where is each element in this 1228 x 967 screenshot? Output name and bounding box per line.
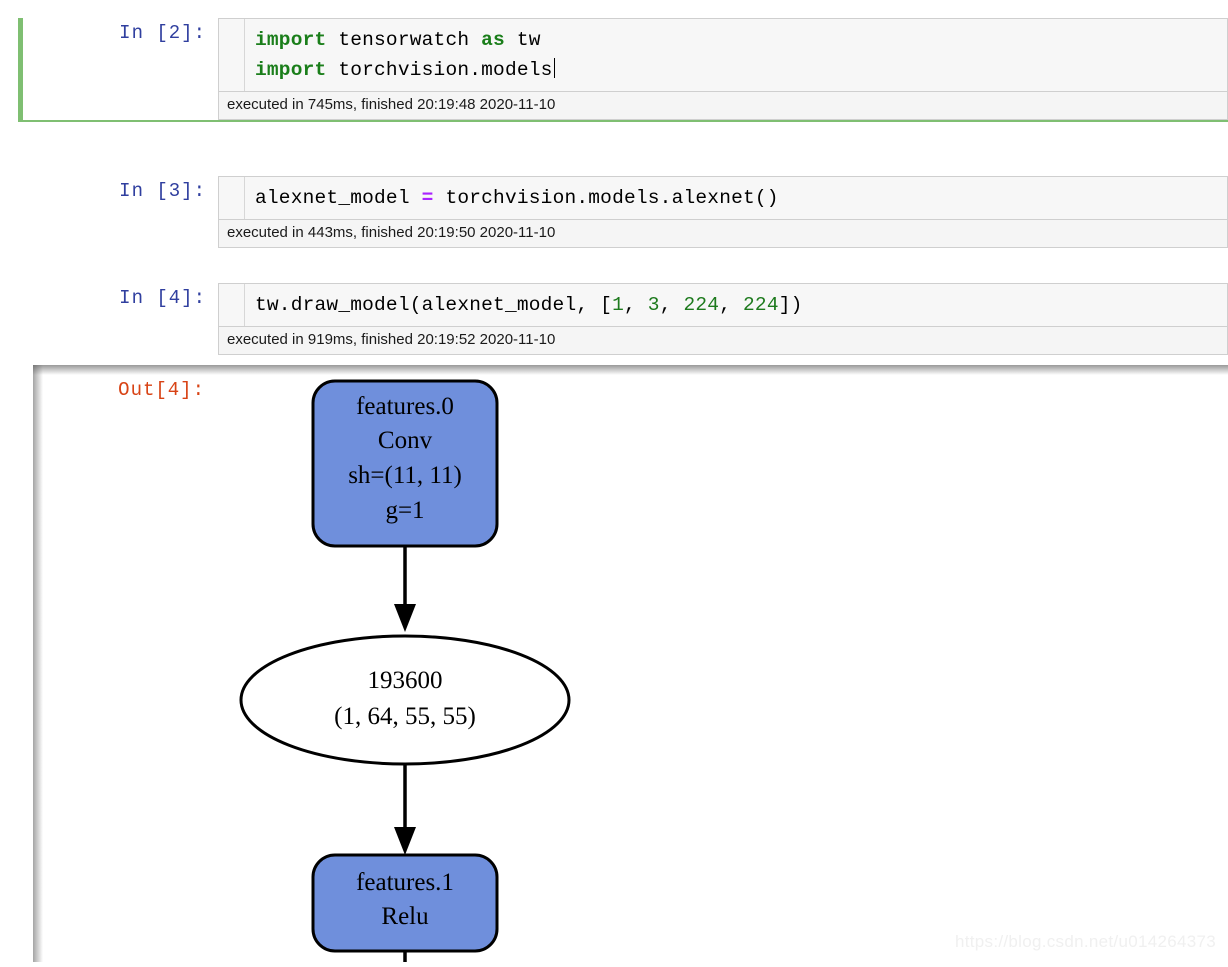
graph-arrowhead bbox=[394, 604, 416, 632]
model-graph-svg: features.0 Conv sh=(11, 11) g=1 193600 (… bbox=[239, 379, 571, 962]
graph-node-tensor1-line-1: (1, 64, 55, 55) bbox=[334, 703, 476, 730]
graph-node-features1-line-0: features.1 bbox=[356, 869, 454, 896]
cell-prompt-out-4: Out[4]: bbox=[118, 379, 205, 401]
cell-prompt-in-3: In [3]: bbox=[119, 180, 206, 202]
code-editor-in-3[interactable]: alexnet_model = torchvision.models.alexn… bbox=[245, 177, 1227, 219]
text-caret bbox=[553, 58, 555, 78]
code-gutter bbox=[219, 19, 245, 91]
graph-arrowhead bbox=[394, 827, 416, 855]
exec-footer-in-3: executed in 443ms, finished 20:19:50 202… bbox=[218, 219, 1228, 248]
graph-edge-tensor1-to-features1 bbox=[394, 764, 416, 855]
cell-prompt-in-2: In [2]: bbox=[119, 22, 206, 44]
graph-edge-features0-to-tensor1 bbox=[394, 546, 416, 632]
graph-node-tensor1-shape bbox=[239, 634, 571, 766]
code-gutter bbox=[219, 284, 245, 326]
notebook-cell-in-3[interactable]: In [3]: alexnet_model = torchvision.mode… bbox=[18, 176, 1228, 248]
graph-node-tensor1-line-0: 193600 bbox=[368, 667, 443, 694]
graph-node-features1[interactable]: features.1 Relu bbox=[311, 853, 499, 953]
model-graph-output: features.0 Conv sh=(11, 11) g=1 193600 (… bbox=[220, 366, 583, 962]
graph-node-features0-line-0: features.0 bbox=[356, 393, 454, 420]
code-input-area-in-2[interactable]: import tensorwatch as tw import torchvis… bbox=[218, 18, 1228, 91]
output-panel bbox=[33, 365, 1228, 962]
cell-body-in-2: import tensorwatch as tw import torchvis… bbox=[218, 18, 1228, 120]
graph-node-features0-line-2: sh=(11, 11) bbox=[348, 462, 462, 489]
graph-node-tensor1[interactable]: 193600 (1, 64, 55, 55) bbox=[239, 634, 571, 766]
code-gutter bbox=[219, 177, 245, 219]
cell-body-in-3: alexnet_model = torchvision.models.alexn… bbox=[218, 176, 1228, 248]
code-editor-in-4[interactable]: tw.draw_model(alexnet_model, [1, 3, 224,… bbox=[245, 284, 1227, 326]
cell-prompt-in-4: In [4]: bbox=[119, 287, 206, 309]
watermark-text: https://blog.csdn.net/u014264373 bbox=[954, 932, 1216, 951]
code-editor-in-2[interactable]: import tensorwatch as tw import torchvis… bbox=[245, 19, 1227, 91]
graph-node-features1-line-1: Relu bbox=[381, 903, 429, 930]
notebook-cell-in-4[interactable]: In [4]: tw.draw_model(alexnet_model, [1,… bbox=[18, 283, 1228, 355]
code-input-area-in-3[interactable]: alexnet_model = torchvision.models.alexn… bbox=[218, 176, 1228, 219]
exec-footer-in-2: executed in 745ms, finished 20:19:48 202… bbox=[218, 91, 1228, 120]
notebook-cell-in-2[interactable]: In [2]: import tensorwatch as tw import … bbox=[18, 18, 1228, 122]
graph-node-features0-line-1: Conv bbox=[378, 427, 433, 454]
graph-node-features0-line-3: g=1 bbox=[385, 497, 424, 524]
exec-footer-in-4: executed in 919ms, finished 20:19:52 202… bbox=[218, 326, 1228, 355]
cell-body-in-4: tw.draw_model(alexnet_model, [1, 3, 224,… bbox=[218, 283, 1228, 355]
code-input-area-in-4[interactable]: tw.draw_model(alexnet_model, [1, 3, 224,… bbox=[218, 283, 1228, 326]
graph-node-features0[interactable]: features.0 Conv sh=(11, 11) g=1 bbox=[311, 379, 499, 548]
